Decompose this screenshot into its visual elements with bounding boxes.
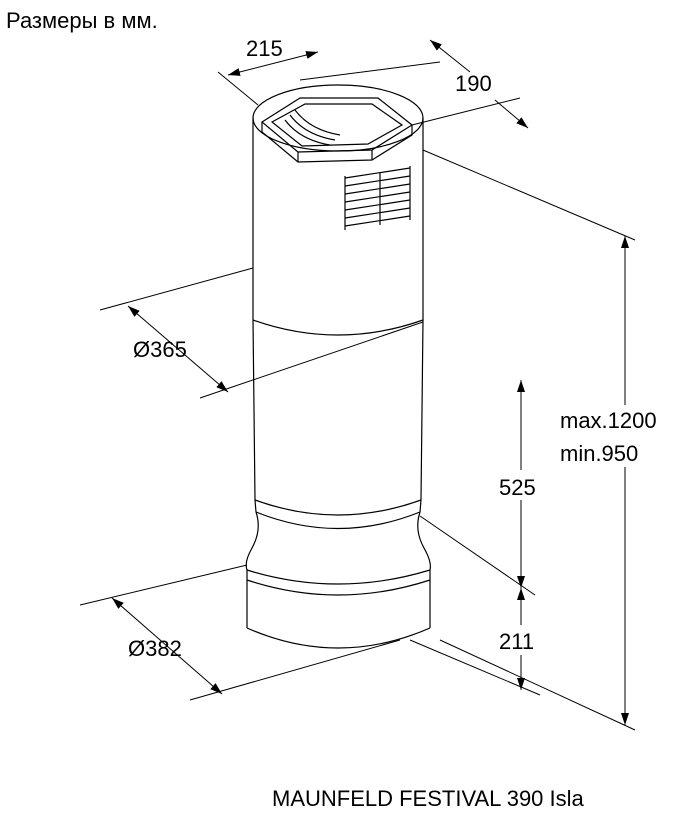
dim-top-width: 215 [246, 36, 283, 61]
dim-total-max: max.1200 [560, 408, 657, 433]
hood-body [245, 84, 431, 649]
dimension-lines [79, 39, 636, 731]
vent-grille [344, 166, 411, 230]
dim-lower-diameter: Ø382 [128, 636, 182, 661]
drawing-title: Размеры в мм. [6, 8, 158, 33]
dim-upper-diameter: Ø365 [133, 337, 187, 362]
dim-base-height: 211 [499, 629, 534, 654]
dim-top-depth: 190 [455, 71, 492, 96]
model-name: MAUNFELD FESTIVAL 390 Isla [272, 786, 584, 811]
dim-lower-height: 525 [499, 475, 536, 500]
dim-total-min: min.950 [560, 441, 638, 466]
